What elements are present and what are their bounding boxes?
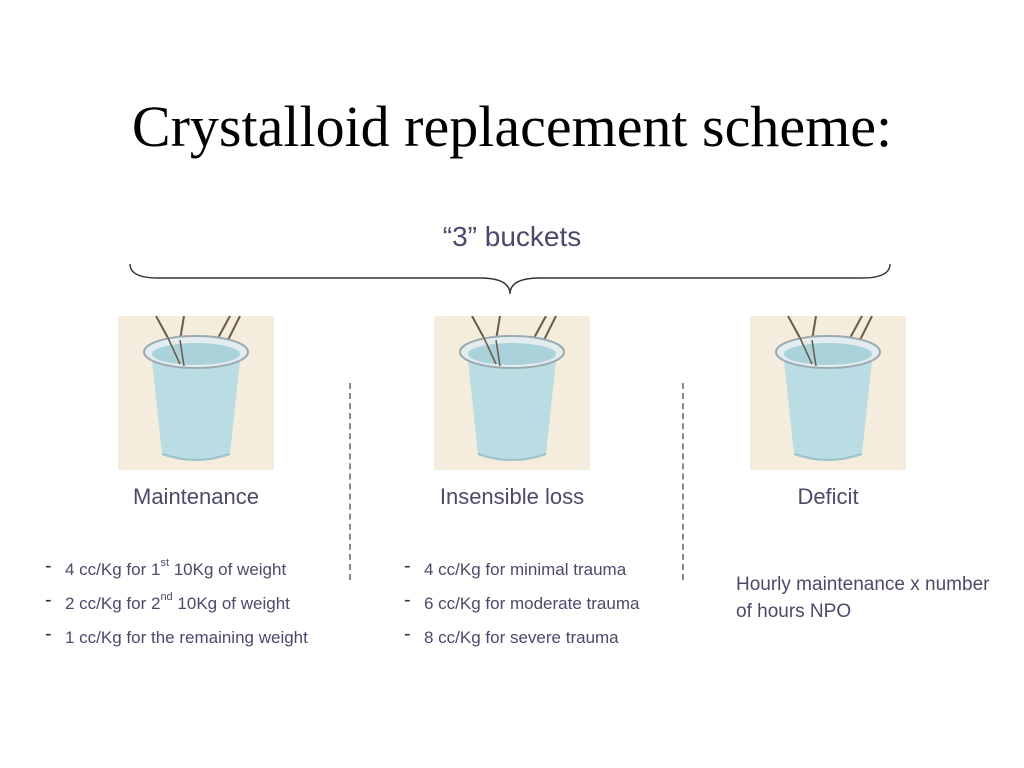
bullet-dash: - [404,623,411,645]
label-deficit: Deficit [797,484,859,509]
bucket-image-deficit [750,316,906,470]
column-divider-2 [682,383,684,580]
curly-brace [129,263,891,295]
maintenance-bullet-list: -4 cc/Kg for 1st 10Kg of weight -2 cc/Kg… [45,555,308,661]
bucket-image-insensible-loss [434,316,590,470]
slide-title: Crystalloid replacement scheme: [131,94,893,159]
list-item: -4 cc/Kg for 1st 10Kg of weight [45,555,287,579]
bullet-dash: - [45,589,52,611]
deficit-description: Hourly maintenance x number of hours NPO [736,574,990,622]
bullet-dash: - [404,555,411,577]
bullet-dash: - [45,555,52,577]
bullet-dash: - [404,589,411,611]
insensible-loss-bullet-list: -4 cc/Kg for minimal trauma -6 cc/Kg for… [404,555,640,661]
list-item: -1 cc/Kg for the remaining weight [45,623,308,647]
bullet-dash: - [45,623,52,645]
list-item: -4 cc/Kg for minimal trauma [404,555,627,579]
label-maintenance: Maintenance [133,484,259,509]
label-insensible-loss: Insensible loss [439,484,585,509]
bucket-image-maintenance [118,316,274,470]
list-item: -6 cc/Kg for moderate trauma [404,589,640,613]
list-item: -8 cc/Kg for severe trauma [404,623,619,647]
buckets-subtitle: “3” buckets [442,221,582,252]
column-divider-1 [349,383,351,580]
list-item: -2 cc/Kg for 2nd 10Kg of weight [45,589,290,613]
